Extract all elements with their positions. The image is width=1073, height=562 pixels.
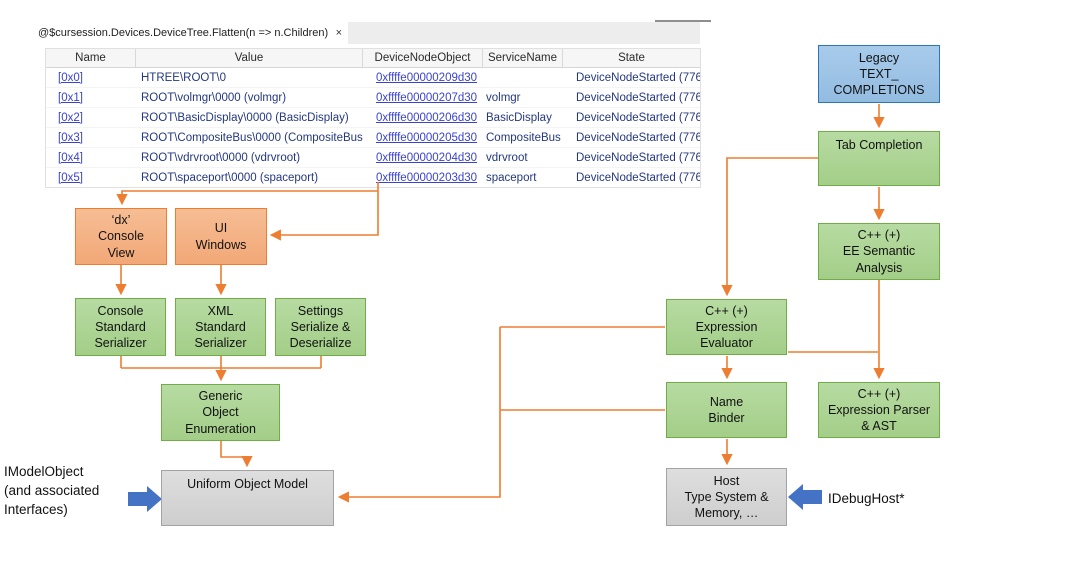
cell-service_name bbox=[483, 68, 563, 87]
imodelobject-annotation: IModelObject (and associated Interfaces) bbox=[4, 464, 100, 517]
table-row: [0x3] ROOT\CompositeBus\0000 (CompositeBu… bbox=[46, 128, 700, 148]
connector-evaluator-binder-to-uom bbox=[340, 326, 665, 497]
table-row: [0x2] ROOT\BasicDisplay\0000 (BasicDispla… bbox=[46, 108, 700, 128]
cell-value: ROOT\vdrvroot\0000 (vdrvroot) bbox=[141, 151, 301, 164]
watch-tab[interactable]: @$cursession.Devices.DeviceTree.Flatten(… bbox=[30, 22, 348, 44]
column-header-value[interactable]: Value bbox=[136, 49, 363, 67]
cell-state: DeviceNodeStarted (776) bbox=[576, 111, 700, 124]
cell-value: ROOT\volmgr\0000 (volmgr) bbox=[141, 91, 287, 104]
connector-table-to-dx-console bbox=[116, 190, 378, 206]
row-name-link[interactable]: [0x3] bbox=[58, 131, 83, 144]
cell-state: DeviceNodeStarted (776) bbox=[576, 151, 700, 164]
box-ui-windows: UI Windows bbox=[175, 208, 267, 265]
cell-state: DeviceNodeStarted (776) bbox=[576, 91, 700, 104]
column-header-state[interactable]: State bbox=[618, 52, 645, 64]
row-devicenodeobject-link[interactable]: 0xffffe00000209d30 bbox=[376, 71, 478, 84]
table-row: [0x0] HTREE\ROOT\0 0xffffe00000209d30 Devic… bbox=[46, 68, 700, 88]
idebughost-arrow-icon bbox=[788, 484, 822, 510]
cell-service_name: volmgr bbox=[486, 91, 521, 104]
box-generic-object-enumeration: Generic Object Enumeration bbox=[161, 384, 280, 441]
box-uniform-object-model: Uniform Object Model bbox=[161, 470, 334, 526]
cell-service_name: BasicDisplay bbox=[486, 111, 552, 124]
table-row: [0x4] ROOT\vdrvroot\0000 (vdrvroot) 0xffff… bbox=[46, 148, 700, 168]
watch-tab-label: @$cursession.Devices.DeviceTree.Flatten(… bbox=[38, 27, 329, 39]
imodelobject-arrow-icon bbox=[128, 486, 162, 512]
cell-value: HTREE\ROOT\0 bbox=[141, 71, 226, 84]
watch-tab-strip: @$cursession.Devices.DeviceTree.Flatten(… bbox=[30, 22, 700, 44]
connector-serializer-bus bbox=[120, 356, 322, 369]
connector-generic-enum-to-uom bbox=[220, 441, 253, 468]
connector-tab-completion-to-expression-evaluator bbox=[721, 157, 818, 297]
box-console-standard-serializer: Console Standard Serializer bbox=[75, 298, 166, 356]
cell-value: ROOT\BasicDisplay\0000 (BasicDisplay) bbox=[141, 111, 349, 124]
cell-state: DeviceNodeStarted (776) bbox=[576, 71, 700, 84]
column-header-devicenodeobject[interactable]: DeviceNodeObject bbox=[363, 49, 483, 67]
column-header-name[interactable]: Name bbox=[46, 49, 136, 67]
window-edge-line bbox=[655, 20, 711, 22]
cell-value: ROOT\CompositeBus\0000 (CompositeBus) bbox=[141, 131, 363, 144]
table-row: [0x5] ROOT\spaceport\0000 (spaceport) 0xff… bbox=[46, 168, 700, 187]
tab-close-icon[interactable]: × bbox=[335, 27, 342, 39]
box-legacy-text-completions: Legacy TEXT_ COMPLETIONS bbox=[818, 45, 940, 103]
box-expression-evaluator: C++ (+) Expression Evaluator bbox=[666, 299, 787, 355]
column-header-servicename[interactable]: ServiceName bbox=[483, 49, 563, 67]
box-ee-semantic-analysis: C++ (+) EE Semantic Analysis bbox=[818, 223, 940, 280]
row-name-link[interactable]: [0x0] bbox=[58, 71, 83, 84]
row-name-link[interactable]: [0x1] bbox=[58, 91, 83, 104]
cell-service_name: vdrvroot bbox=[486, 151, 528, 164]
connector-table-to-ui-windows bbox=[269, 182, 379, 241]
cell-state: DeviceNodeStarted (776) bbox=[576, 131, 700, 144]
cell-service_name: CompositeBus bbox=[486, 131, 561, 144]
cell-service_name: spaceport bbox=[486, 171, 537, 184]
box-xml-standard-serializer: XML Standard Serializer bbox=[175, 298, 266, 356]
cell-value: ROOT\spaceport\0000 (spaceport) bbox=[141, 171, 319, 184]
row-name-link[interactable]: [0x5] bbox=[58, 171, 83, 184]
row-devicenodeobject-link[interactable]: 0xffffe00000206d30 bbox=[376, 111, 478, 124]
box-tab-completion: Tab Completion bbox=[818, 131, 940, 186]
row-name-link[interactable]: [0x4] bbox=[58, 151, 83, 164]
table-row: [0x1] ROOT\volmgr\0000 (volmgr) 0xffffe000… bbox=[46, 88, 700, 108]
box-expression-parser-ast: C++ (+) Expression Parser & AST bbox=[818, 382, 940, 438]
box-settings-serialize-deserialize: Settings Serialize & Deserialize bbox=[275, 298, 366, 356]
row-devicenodeobject-link[interactable]: 0xffffe00000203d30 bbox=[376, 171, 478, 184]
row-name-link[interactable]: [0x2] bbox=[58, 111, 83, 124]
watch-table-header: Name Value DeviceNodeObject ServiceName … bbox=[46, 49, 700, 68]
idebughost-annotation: IDebugHost* bbox=[828, 491, 905, 506]
box-host-type-system: Host Type System & Memory, … bbox=[666, 468, 787, 526]
box-dx-console-view: ‘dx’ Console View bbox=[75, 208, 167, 265]
row-devicenodeobject-link[interactable]: 0xffffe00000207d30 bbox=[376, 91, 478, 104]
watch-table: Name Value DeviceNodeObject ServiceName … bbox=[45, 48, 701, 188]
cell-state: DeviceNodeStarted (776) bbox=[576, 171, 700, 184]
row-devicenodeobject-link[interactable]: 0xffffe00000204d30 bbox=[376, 151, 478, 164]
box-name-binder: Name Binder bbox=[666, 382, 787, 438]
row-devicenodeobject-link[interactable]: 0xffffe00000205d30 bbox=[376, 131, 478, 144]
